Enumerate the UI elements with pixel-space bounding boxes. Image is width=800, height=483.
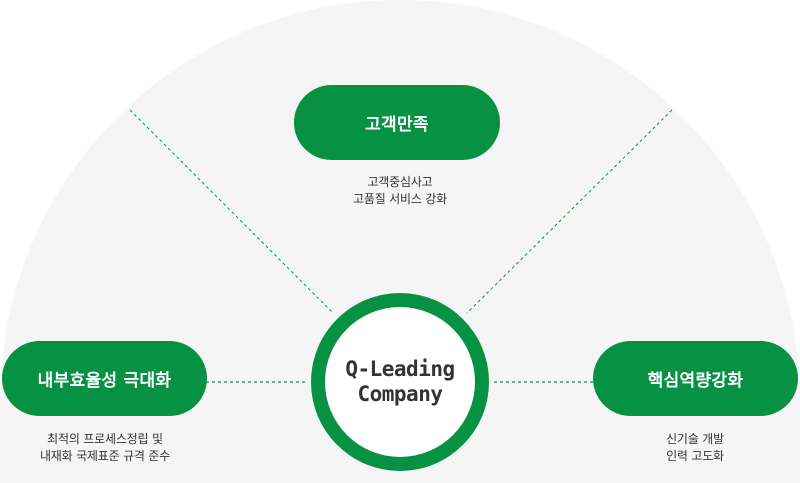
desc-top-line1: 고객중심사고 xyxy=(367,175,433,189)
pill-left-label: 내부효율성 극대화 xyxy=(37,371,172,391)
center-disc xyxy=(325,307,475,457)
center-title-line1: Q-Leading xyxy=(345,357,455,381)
desc-right-line2: 인력 고도화 xyxy=(666,449,724,463)
desc-right: 신기술 개발 인력 고도화 xyxy=(595,431,795,465)
desc-top-line2: 고품질 서비스 강화 xyxy=(353,192,447,206)
center-label: Q-Leading Company xyxy=(310,297,490,467)
pill-right-core-competency: 핵심역량강화 xyxy=(593,341,798,416)
pill-left-internal-efficiency: 내부효율성 극대화 xyxy=(2,341,207,416)
desc-left: 최적의 프로세스정립 및 내재화 국제표준 규격 준수 xyxy=(0,431,210,465)
center-title-line2: Company xyxy=(357,382,443,406)
pill-top-label: 고객만족 xyxy=(365,115,429,135)
desc-top: 고객중심사고 고품질 서비스 강화 xyxy=(300,174,500,208)
desc-left-line2: 내재화 국제표준 규격 준수 xyxy=(39,449,171,463)
desc-left-line1: 최적의 프로세스정립 및 xyxy=(47,432,163,446)
pill-right-label: 핵심역량강화 xyxy=(647,371,744,391)
connector-top-right xyxy=(466,109,673,314)
pill-top-customer-satisfaction: 고객만족 xyxy=(294,85,500,160)
desc-right-line1: 신기술 개발 xyxy=(666,432,724,446)
